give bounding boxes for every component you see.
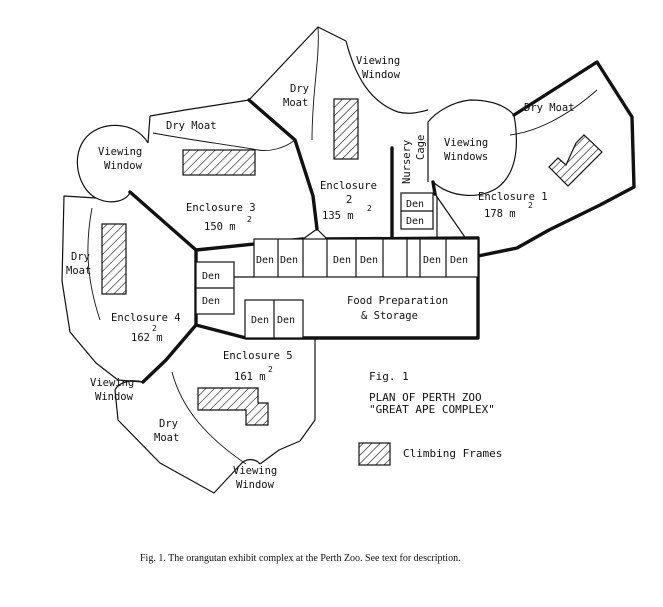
den-label: Den bbox=[360, 255, 378, 266]
viewing-windows bbox=[76, 40, 517, 466]
viewing-windows-label-2: Windows bbox=[444, 151, 488, 163]
dry-moat-lines bbox=[87, 26, 598, 465]
legend: Climbing Frames bbox=[358, 442, 502, 466]
viewing-window-ll-label: Viewing bbox=[90, 377, 134, 389]
climbing-frame-enclosure-4 bbox=[101, 223, 127, 295]
enclosure-2-wall bbox=[247, 98, 319, 231]
den-label: Den bbox=[277, 315, 295, 326]
climbing-frame-enclosure-2 bbox=[333, 98, 359, 160]
den-building bbox=[194, 192, 480, 340]
dry-moat-label-e4: Dry bbox=[71, 251, 90, 263]
viewing-window-bottom bbox=[239, 459, 261, 466]
climbing-frames bbox=[101, 98, 603, 426]
viewing-window-top bbox=[345, 40, 429, 114]
thin-boundaries bbox=[61, 99, 479, 494]
legend-climbing-frame-swatch bbox=[358, 442, 391, 466]
viewing-window-left bbox=[76, 124, 149, 203]
enclosure-4-sup: 2 bbox=[152, 324, 157, 333]
nursery-label: Nursery bbox=[401, 140, 413, 184]
viewing-window-left-label-2: Window bbox=[104, 160, 143, 172]
food-prep-label: Food Preparation bbox=[347, 295, 448, 307]
den-label: Den bbox=[406, 199, 424, 210]
enclosure-3-sup: 2 bbox=[247, 215, 252, 224]
den-label: Den bbox=[423, 255, 441, 266]
viewing-window-label: Viewing bbox=[356, 55, 400, 67]
enclosure-3-wall bbox=[128, 190, 198, 252]
climbing-frame-enclosure-3 bbox=[182, 149, 256, 176]
enclosure-2-area: 135 m bbox=[322, 210, 354, 222]
enclosure-3-area: 150 m bbox=[204, 221, 236, 233]
figure-caption: Fig. 1. The orangutan exhibit complex at… bbox=[140, 553, 461, 564]
den-label: Den bbox=[256, 255, 274, 266]
dry-moat-label-e4-2: Moat bbox=[66, 265, 91, 277]
den-label: Den bbox=[251, 315, 269, 326]
viewing-window-bottom-label: Viewing bbox=[233, 465, 277, 477]
cage-label: Cage bbox=[415, 135, 427, 160]
enclosure-5-sup: 2 bbox=[268, 365, 273, 374]
enclosure-labels: Enclosure 1 178 m 2 Enclosure 2 135 m 2 … bbox=[111, 180, 548, 383]
food-prep-label-2: & Storage bbox=[361, 310, 418, 322]
enclosure-1-name: Enclosure 1 bbox=[478, 191, 548, 203]
viewing-windows-right bbox=[427, 99, 517, 196]
viewing-window-ll-label-2: Window bbox=[95, 391, 134, 403]
enclosure-2-sup: 2 bbox=[367, 204, 372, 213]
legend-climbing-frames-label: Climbing Frames bbox=[403, 447, 502, 460]
plan-title: PLAN OF PERTH ZOO bbox=[369, 391, 482, 404]
den-label: Den bbox=[333, 255, 351, 266]
dry-moat-label-e3: Dry Moat bbox=[166, 120, 217, 132]
enclosure-3-name: Enclosure 3 bbox=[186, 202, 256, 214]
viewing-window-bottom-label-2: Window bbox=[236, 479, 275, 491]
den-label: Den bbox=[202, 296, 220, 307]
climbing-frame-enclosure-5 bbox=[197, 387, 269, 426]
figure-title-block: Fig. 1 PLAN OF PERTH ZOO "GREAT APE COMP… bbox=[369, 370, 495, 416]
viewing-window-label-2: Window bbox=[362, 69, 401, 81]
climbing-frame-enclosure-1 bbox=[548, 134, 603, 187]
den-labels: Den Den Den Den Den Den Den Den Den Den … bbox=[202, 199, 468, 326]
enclosure-1-sup: 2 bbox=[528, 201, 533, 210]
dry-moat-label-top: Dry bbox=[290, 83, 309, 95]
fig-label: Fig. 1 bbox=[369, 370, 409, 383]
den-label: Den bbox=[406, 216, 424, 227]
den-label: Den bbox=[450, 255, 468, 266]
den-label: Den bbox=[280, 255, 298, 266]
dry-moat-label-e1: Dry Moat bbox=[524, 102, 575, 114]
enclosure-2-number: 2 bbox=[346, 194, 352, 206]
enclosure-2-name: Enclosure bbox=[320, 180, 377, 192]
enclosure-1-area: 178 m bbox=[484, 208, 516, 220]
dry-moat-label-top-2: Moat bbox=[283, 97, 308, 109]
dry-moat-label-e5: Dry bbox=[159, 418, 178, 430]
viewing-window-left-label: Viewing bbox=[98, 146, 142, 158]
enclosure-5-name: Enclosure 5 bbox=[223, 350, 293, 362]
area-labels: Viewing Window Dry Moat Dry Moat Viewing… bbox=[66, 55, 575, 491]
enclosure-5-area: 161 m bbox=[234, 371, 266, 383]
dry-moat-label-e5-2: Moat bbox=[154, 432, 179, 444]
plan-subtitle: "GREAT APE COMPLEX" bbox=[369, 403, 495, 416]
viewing-windows-label: Viewing bbox=[444, 137, 488, 149]
enclosure-4-wall bbox=[141, 323, 198, 384]
enclosure-4-area: 162 m bbox=[131, 332, 163, 344]
enclosure-4-name: Enclosure 4 bbox=[111, 312, 181, 324]
den-label: Den bbox=[202, 271, 220, 282]
viewing-window-lower-left bbox=[114, 380, 144, 391]
